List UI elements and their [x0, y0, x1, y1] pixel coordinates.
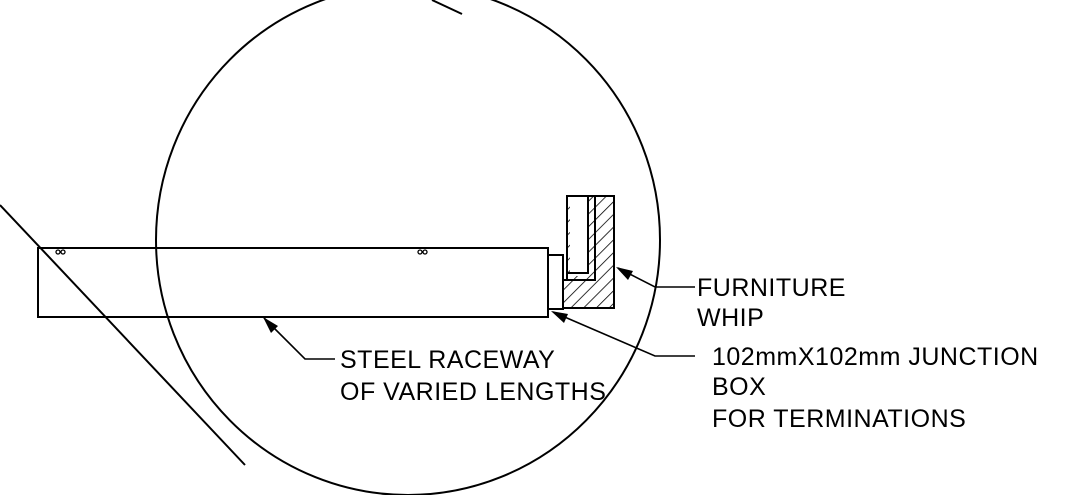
- leader-steel-raceway: [263, 317, 335, 360]
- label-furniture-whip-line-1: FURNITURE: [697, 274, 846, 302]
- steel-raceway: [37, 247, 549, 318]
- label-junction-box-line-1: 102mmX102mm JUNCTION: [712, 343, 1039, 371]
- furniture-whip: [562, 195, 615, 309]
- raceway-fastener-marks: [55, 249, 428, 255]
- label-furniture-whip-line-2: WHIP: [697, 304, 764, 332]
- label-steel-raceway-line-1: STEEL RACEWAY: [340, 346, 555, 374]
- label-junction-box-line-3: FOR TERMINATIONS: [712, 405, 966, 433]
- label-junction-box-line-2: BOX: [712, 373, 766, 401]
- label-furniture-whip: FURNITURE WHIP: [697, 274, 846, 332]
- junction-box: [547, 254, 564, 310]
- leader-furniture-whip: [616, 267, 695, 288]
- leader-junction-box: [551, 311, 695, 357]
- section-line-top: [431, 0, 463, 15]
- label-junction-box: 102mmX102mm JUNCTION BOX FOR TERMINATION…: [712, 343, 1039, 433]
- label-steel-raceway-line-2: OF VARIED LENGTHS: [340, 378, 606, 406]
- label-steel-raceway: STEEL RACEWAY OF VARIED LENGTHS: [340, 346, 606, 406]
- section-line-left: [0, 204, 246, 466]
